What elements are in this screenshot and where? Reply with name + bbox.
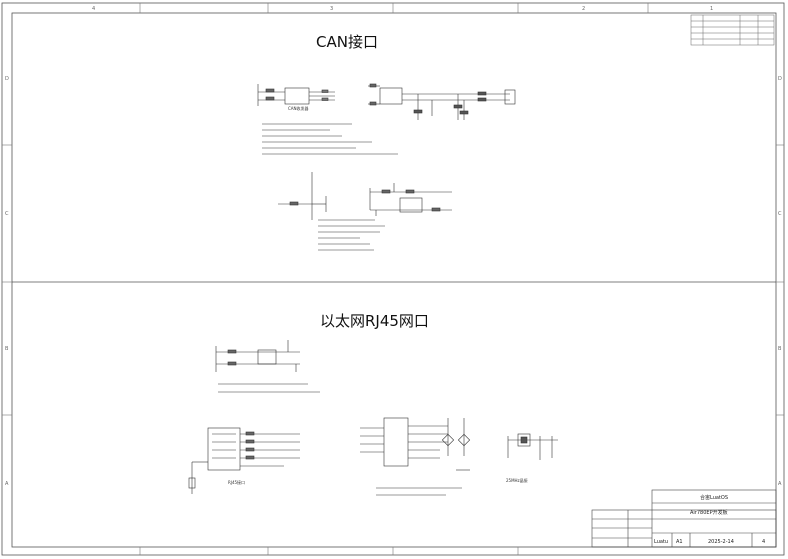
title-block-sheet: 4 <box>762 539 765 545</box>
title-block-board: Air780EP开发板 <box>690 509 728 516</box>
grid-row-c-right: C <box>778 211 782 217</box>
can-section-title: CAN接口 <box>316 33 378 51</box>
eth-phy-chip <box>360 417 471 471</box>
grid-row-b-right: B <box>778 346 782 352</box>
title-block-project: 合宙LuatOS <box>700 494 728 501</box>
revision-table <box>690 14 775 46</box>
grid-row-a-right: A <box>778 481 782 487</box>
grid-row-a: A <box>5 481 9 487</box>
sheet-border-inner <box>11 12 777 548</box>
grid-row-b: B <box>5 346 9 352</box>
can-notes <box>262 123 398 155</box>
title-block-frame <box>591 489 777 548</box>
can-ic-label: CAN收发器 <box>288 105 309 111</box>
can-power-circuit <box>278 172 452 220</box>
eth-phy-notes <box>376 487 462 496</box>
eth-crystal-circuit <box>507 433 558 460</box>
title-block-size: A1 <box>676 539 683 545</box>
rj45-connector <box>188 427 300 494</box>
can-transceiver-circuit <box>257 83 516 120</box>
rj45-label: RJ45接口 <box>228 479 245 485</box>
grid-row-d: D <box>5 76 9 82</box>
grid-col-3: 3 <box>330 6 333 12</box>
column-ticks <box>139 3 649 555</box>
grid-row-c: C <box>5 211 9 217</box>
eth-power-notes <box>218 383 320 393</box>
can-power-notes <box>318 219 385 251</box>
grid-col-2: 2 <box>582 6 585 12</box>
grid-col-4: 4 <box>92 6 95 12</box>
grid-col-1: 1 <box>710 6 713 12</box>
crystal-label: 25MHz晶振 <box>506 477 528 483</box>
eth-section-title: 以太网RJ45网口 <box>320 312 429 330</box>
eth-power-circuit <box>215 340 300 372</box>
title-block-date: 2025-2-14 <box>708 539 734 545</box>
title-block-author: Luatu <box>654 539 668 545</box>
grid-row-d-right: D <box>778 76 782 82</box>
row-ticks <box>2 144 784 416</box>
